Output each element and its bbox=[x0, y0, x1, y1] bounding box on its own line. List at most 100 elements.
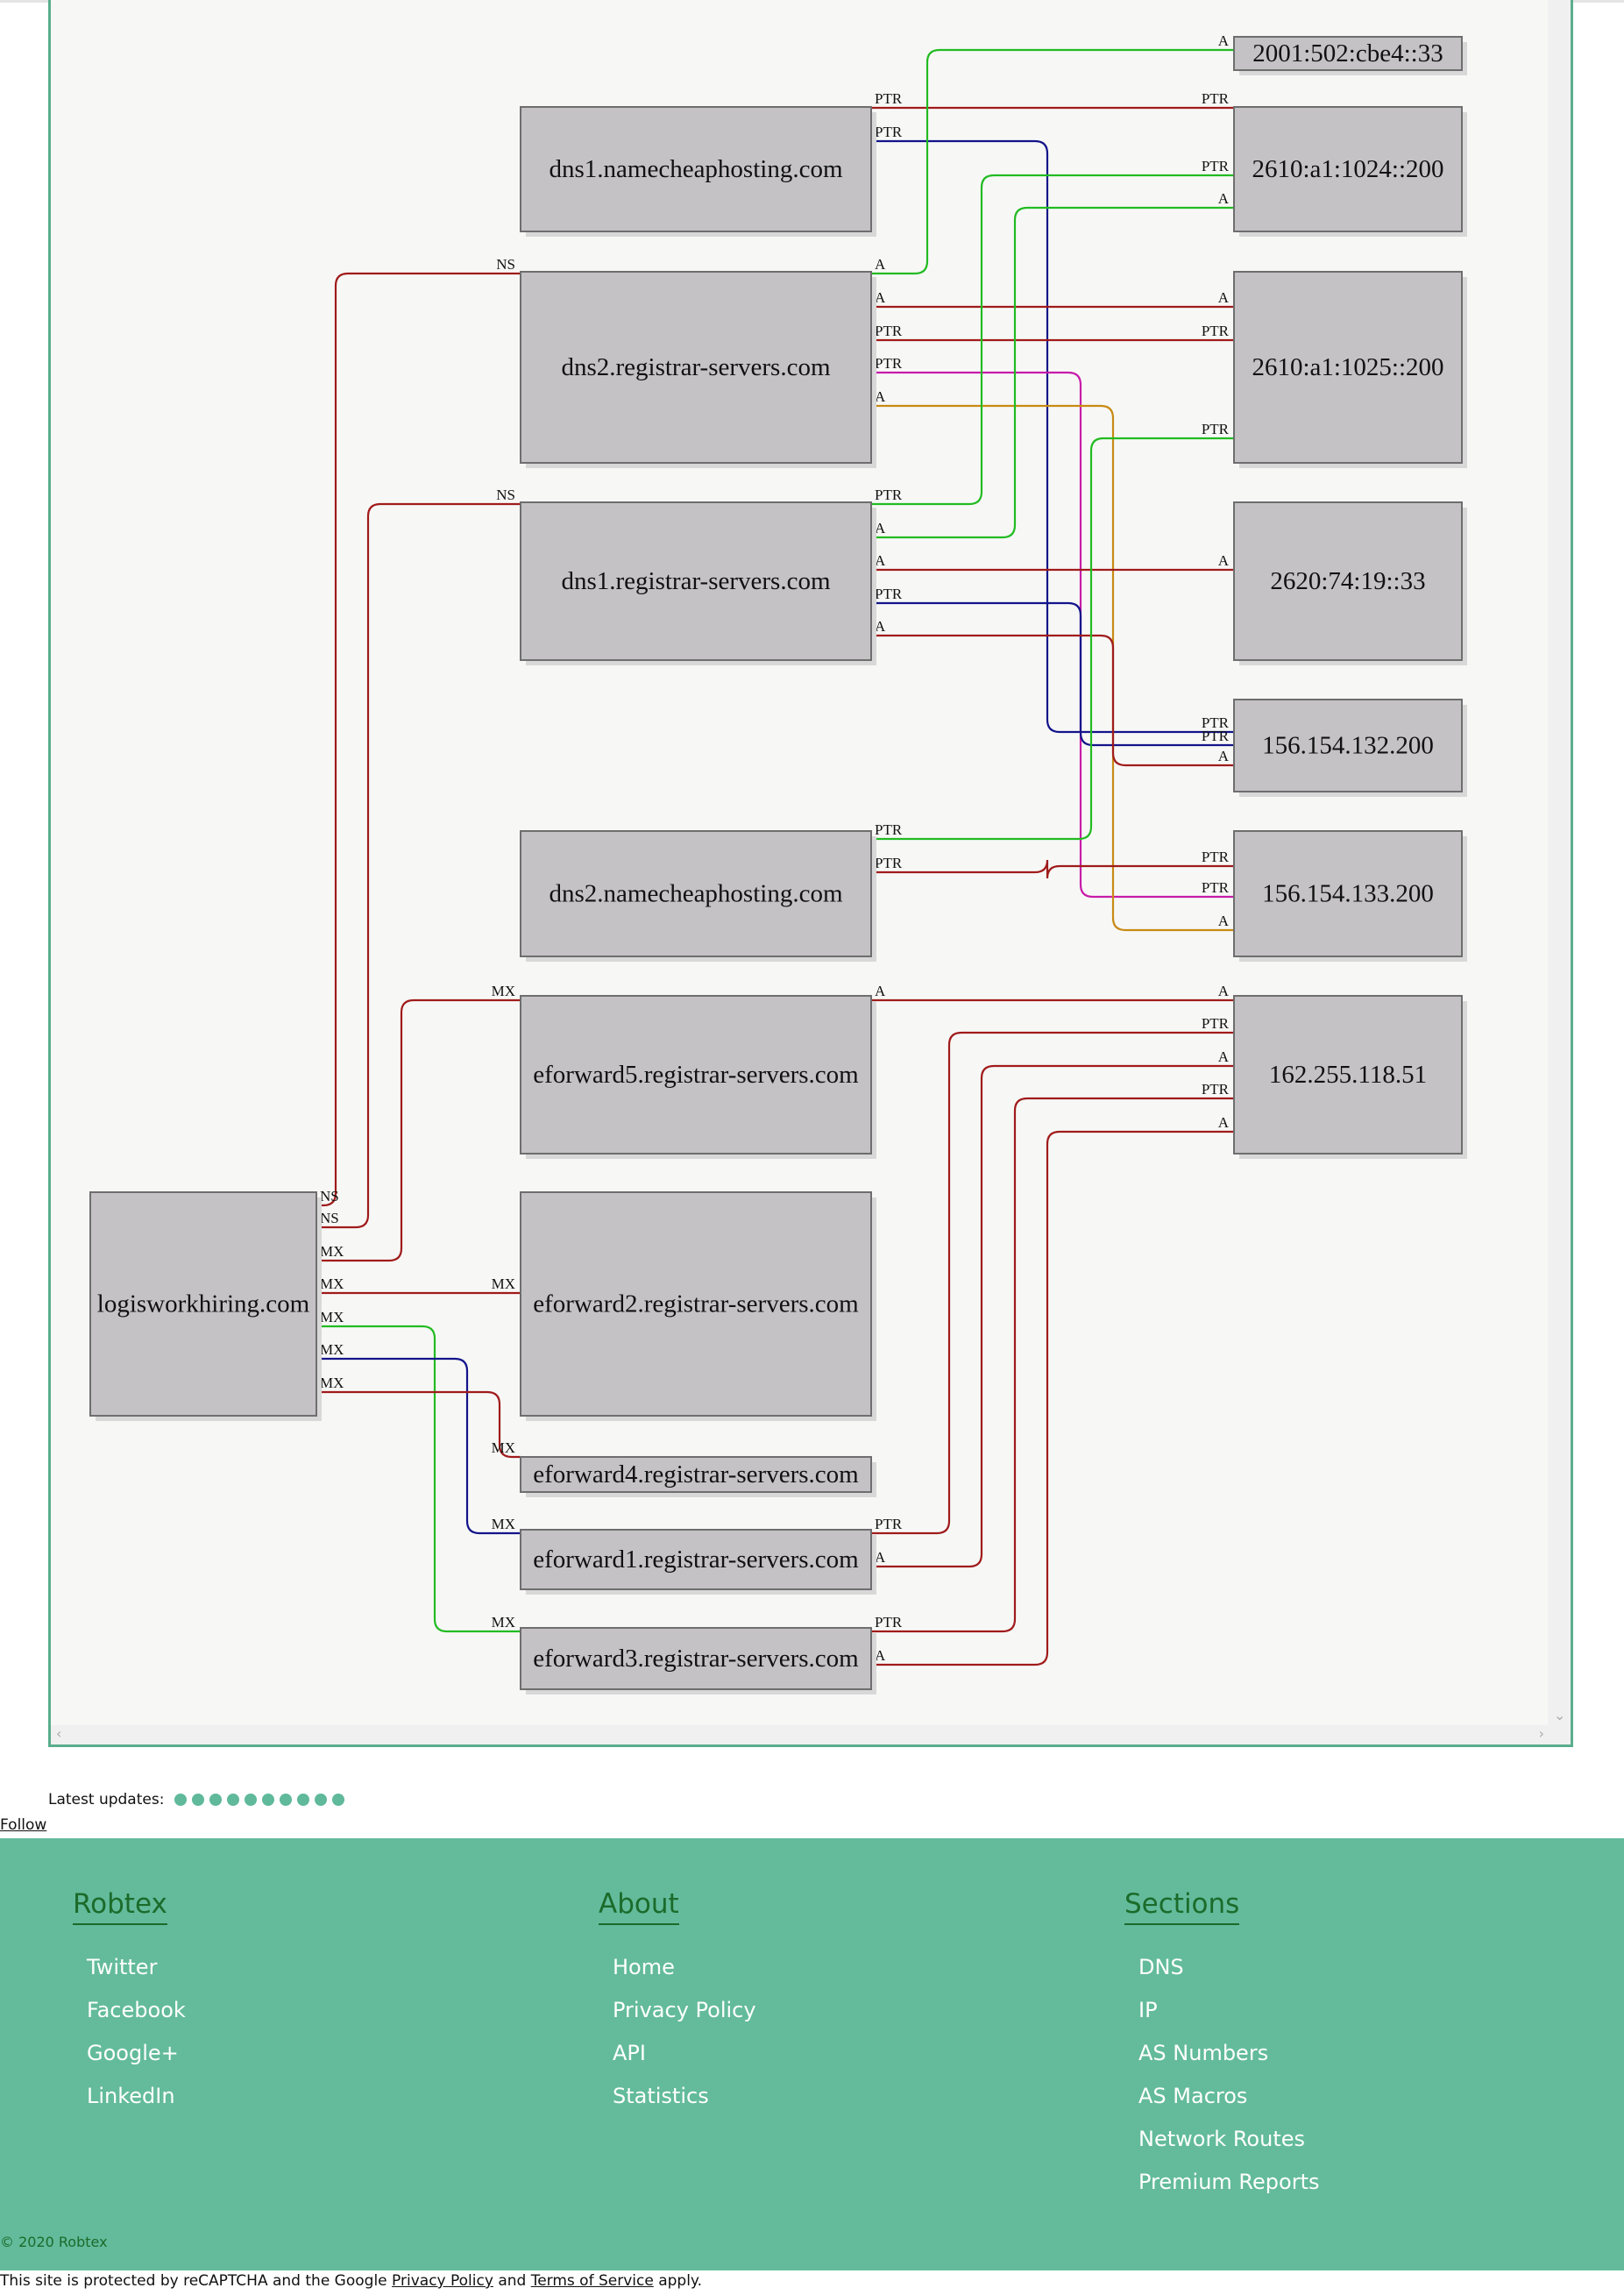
edge-source-label: PTR bbox=[875, 487, 903, 503]
edge-target-label: PTR bbox=[1202, 158, 1230, 174]
node-n156_132[interactable]: 156.154.132.200 bbox=[1233, 699, 1467, 797]
footer-link-dns[interactable]: DNS bbox=[1138, 1955, 1184, 1979]
node-n162[interactable]: 162.255.118.51 bbox=[1233, 995, 1467, 1159]
update-dot[interactable] bbox=[314, 1794, 327, 1806]
node-box[interactable] bbox=[1233, 271, 1463, 464]
footer-link-twitter[interactable]: Twitter bbox=[87, 1955, 158, 1979]
update-dot[interactable] bbox=[209, 1794, 222, 1806]
footer-link-privacy-policy[interactable]: Privacy Policy bbox=[613, 1998, 756, 2022]
footer: Robtex Twitter Facebook Google+ LinkedIn… bbox=[0, 1838, 1624, 2270]
follow-link[interactable]: Follow bbox=[0, 1816, 47, 1834]
footer-link-googleplus[interactable]: Google+ bbox=[87, 2041, 179, 2065]
node-label: eforward2.registrar-servers.com bbox=[533, 1290, 859, 1318]
node-box[interactable] bbox=[520, 1456, 872, 1493]
node-box[interactable] bbox=[520, 1191, 872, 1417]
google-terms-link[interactable]: Terms of Service bbox=[530, 2272, 654, 2290]
latest-updates-label: Latest updates: bbox=[48, 1791, 165, 1808]
edge-ptr: PTR PTR bbox=[871, 124, 1234, 734]
update-dot[interactable] bbox=[296, 1794, 309, 1806]
node-label: eforward5.registrar-servers.com bbox=[533, 1061, 859, 1089]
vertical-scrollbar[interactable]: ⌄ bbox=[1548, 0, 1571, 1725]
node-label: dns1.registrar-servers.com bbox=[561, 567, 830, 595]
node-label: dns1.namecheaphosting.com bbox=[549, 155, 842, 183]
node-box[interactable] bbox=[1233, 36, 1463, 71]
footer-link-premium-reports[interactable]: Premium Reports bbox=[1138, 2170, 1320, 2194]
node-n2610_1025[interactable]: 2610:a1:1025::200 bbox=[1233, 271, 1467, 468]
node-dns1nc[interactable]: dns1.namecheaphosting.com bbox=[520, 106, 876, 237]
footer-link-facebook[interactable]: Facebook bbox=[87, 1998, 186, 2022]
node-dns2nc[interactable]: dns2.namecheaphosting.com bbox=[520, 830, 876, 962]
google-privacy-link[interactable]: Privacy Policy bbox=[392, 2272, 493, 2290]
node-n2001[interactable]: 2001:502:cbe4::33 bbox=[1233, 36, 1467, 75]
node-n2610_1024[interactable]: 2610:a1:1024::200 bbox=[1233, 106, 1467, 237]
node-box[interactable] bbox=[1233, 995, 1463, 1155]
edge-source-label: PTR bbox=[875, 855, 903, 871]
footer-link-as-numbers[interactable]: AS Numbers bbox=[1138, 2041, 1269, 2065]
edge-target-label: PTR bbox=[1202, 879, 1230, 896]
update-dot[interactable] bbox=[191, 1794, 204, 1806]
node-box[interactable] bbox=[520, 995, 872, 1155]
edge-source-label: A bbox=[875, 256, 886, 273]
update-dot[interactable] bbox=[244, 1794, 257, 1806]
footer-link-api[interactable]: API bbox=[613, 2041, 646, 2065]
node-dns2rs[interactable]: dns2.registrar-servers.com bbox=[520, 271, 876, 468]
edge-source-label: A bbox=[875, 552, 886, 569]
node-box[interactable] bbox=[520, 830, 872, 957]
node-box[interactable] bbox=[520, 1529, 872, 1590]
footer-link-as-macros[interactable]: AS Macros bbox=[1138, 2084, 1248, 2108]
update-dot[interactable] bbox=[279, 1794, 292, 1806]
update-dot[interactable] bbox=[226, 1794, 239, 1806]
update-dot[interactable] bbox=[261, 1794, 274, 1806]
horizontal-scrollbar[interactable]: ‹ › bbox=[51, 1725, 1571, 1744]
edge-target-label: PTR bbox=[1202, 728, 1230, 744]
node-box[interactable] bbox=[89, 1191, 317, 1417]
edge-source-label: MX bbox=[320, 1243, 344, 1260]
update-dot[interactable] bbox=[331, 1794, 344, 1806]
edge-target-label: MX bbox=[492, 1439, 515, 1456]
edge-target-label: PTR bbox=[1202, 1081, 1230, 1098]
node-ef3[interactable]: eforward3.registrar-servers.com bbox=[520, 1627, 876, 1695]
scroll-left-icon[interactable]: ‹ bbox=[56, 1725, 62, 1742]
edge-target-label: NS bbox=[496, 256, 515, 273]
node-ef4[interactable]: eforward4.registrar-servers.com bbox=[520, 1456, 876, 1497]
node-label: dns2.namecheaphosting.com bbox=[549, 880, 842, 908]
scroll-right-icon[interactable]: › bbox=[1538, 1725, 1544, 1742]
node-box[interactable] bbox=[1233, 501, 1463, 661]
edge-source-label: PTR bbox=[875, 323, 903, 339]
latest-updates: Latest updates: bbox=[48, 1791, 350, 1808]
footer-link-statistics[interactable]: Statistics bbox=[613, 2084, 709, 2108]
node-box[interactable] bbox=[1233, 699, 1463, 792]
edge-source-label: NS bbox=[320, 1210, 339, 1226]
node-box[interactable] bbox=[520, 271, 872, 464]
footer-link-home[interactable]: Home bbox=[613, 1955, 675, 1979]
update-dot[interactable] bbox=[174, 1794, 187, 1806]
node-ef5[interactable]: eforward5.registrar-servers.com bbox=[520, 995, 876, 1159]
node-n156_133[interactable]: 156.154.133.200 bbox=[1233, 830, 1467, 962]
node-box[interactable] bbox=[520, 501, 872, 661]
node-box[interactable] bbox=[520, 1627, 872, 1690]
node-box[interactable] bbox=[520, 106, 872, 232]
node-n2620[interactable]: 2620:74:19::33 bbox=[1233, 501, 1467, 665]
node-dns1rs[interactable]: dns1.registrar-servers.com bbox=[520, 501, 876, 665]
scroll-down-icon[interactable]: ⌄ bbox=[1554, 1707, 1566, 1723]
footer-link-network-routes[interactable]: Network Routes bbox=[1138, 2127, 1306, 2151]
node-box[interactable] bbox=[1233, 106, 1463, 232]
footer-link-linkedin[interactable]: LinkedIn bbox=[87, 2084, 175, 2108]
edge-line bbox=[871, 139, 1234, 734]
node-ef2[interactable]: eforward2.registrar-servers.com bbox=[520, 1191, 876, 1421]
node-label: eforward1.registrar-servers.com bbox=[533, 1545, 859, 1574]
edge-source-label: MX bbox=[320, 1375, 344, 1391]
footer-link-ip[interactable]: IP bbox=[1138, 1998, 1158, 2022]
node-box[interactable] bbox=[1233, 830, 1463, 957]
node-logis[interactable]: logisworkhiring.com bbox=[89, 1191, 322, 1421]
node-ef1[interactable]: eforward1.registrar-servers.com bbox=[520, 1529, 876, 1595]
edge-line bbox=[871, 48, 1234, 275]
edge-target-label: A bbox=[1218, 748, 1230, 764]
footer-col-title: Sections bbox=[1124, 1888, 1240, 1925]
update-dots[interactable] bbox=[174, 1791, 350, 1808]
